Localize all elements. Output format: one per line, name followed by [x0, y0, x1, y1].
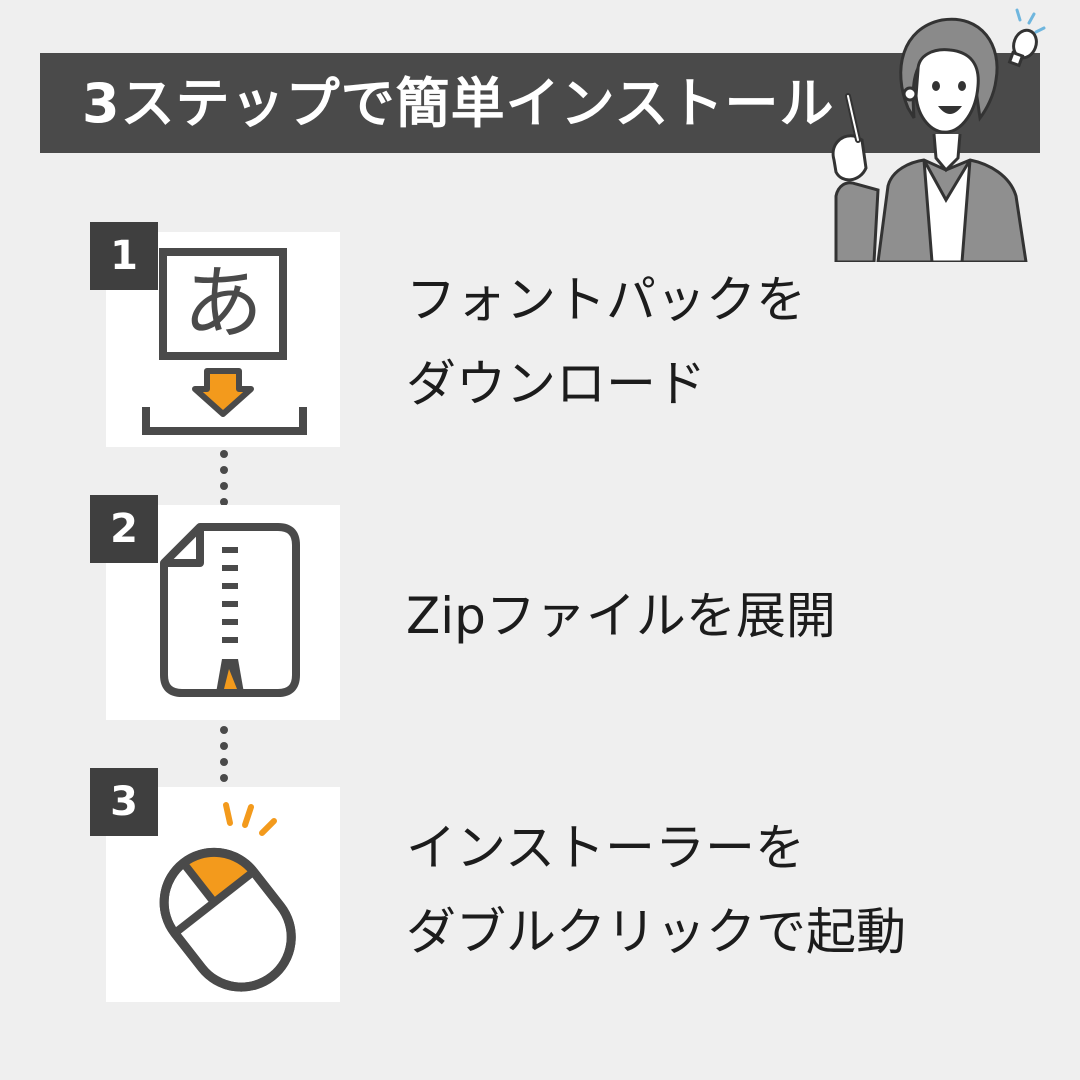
step-3-line-1: インストーラーを — [406, 819, 805, 877]
step-3-line-2: ダブルクリックで起動 — [406, 903, 906, 961]
page-title: 3ステップで簡単インストール — [82, 72, 835, 135]
header-banner — [40, 53, 1040, 153]
connector-dots-1 — [218, 450, 230, 514]
zip-file-icon — [160, 523, 300, 697]
step-3-number: 3 — [90, 768, 158, 836]
step-2-line-1: Zipファイルを展開 — [406, 587, 836, 645]
font-download-icon — [142, 248, 307, 435]
step-1-card: あ — [106, 232, 340, 447]
step-1-line-2: ダウンロード — [406, 355, 706, 413]
hiragana-a-glyph: あ — [183, 257, 263, 350]
connector-dots-2 — [218, 726, 230, 790]
step-1-line-1: フォントパックを — [406, 271, 806, 329]
mouse-double-click-icon — [159, 802, 296, 992]
lightbulb-icon — [1007, 8, 1046, 68]
woman-pointing-illustration — [831, 8, 1046, 262]
step-2-number: 2 — [90, 495, 158, 563]
step-1-number: 1 — [90, 222, 158, 290]
